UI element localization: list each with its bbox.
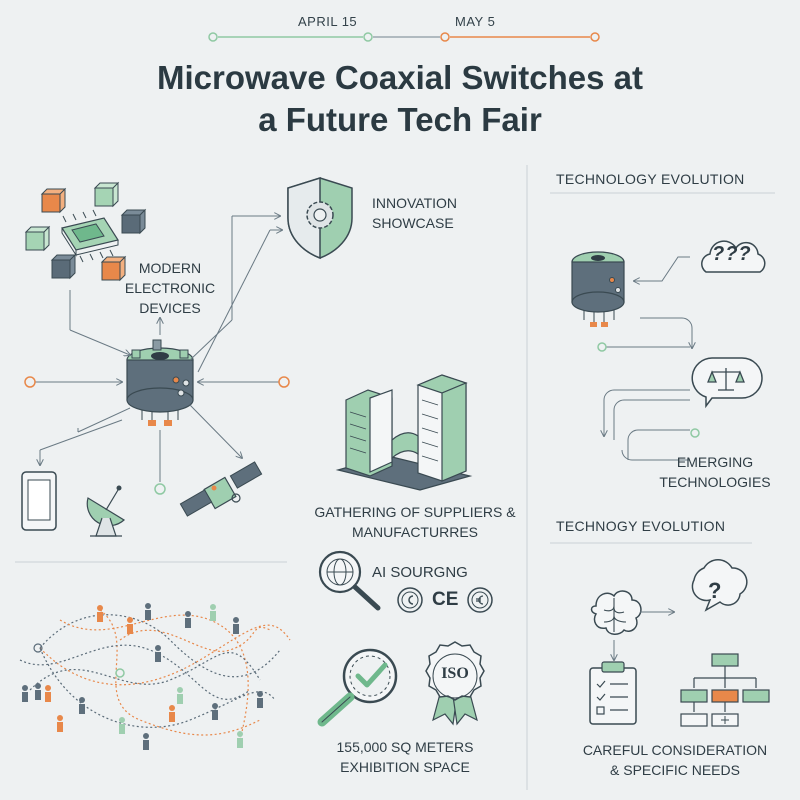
ai-sourcing-label: AI SOURGNG [372,564,468,581]
page-title-line-1: Microwave Coaxial Switches at [156,59,644,96]
person-icon [210,604,216,621]
person-icon [155,645,161,662]
emerging-line-1: EMERGING [676,454,754,470]
globe-search-icon [318,550,381,611]
careful-line-2: & SPECIFIC NEEDS [610,762,740,778]
brain-icon [590,590,642,635]
emerging-line-2: TECHNOLOGIES [659,474,771,490]
timeline-start-dot [208,32,218,42]
shield-gear-icon [287,176,353,260]
port-left-dot [24,376,36,388]
space-line-2: EXHIBITION SPACE [340,759,470,775]
chip-icon [61,209,119,263]
copyright-icon [397,587,423,613]
iso-text: ISO [441,665,469,682]
person-icon [79,697,85,714]
gathering-label: GATHERING OF SUPPLIERS & MANUFACTURRES [300,502,530,542]
space-line-1: 155,000 SQ METERS [336,739,474,755]
crowd-origin-dot [33,643,43,653]
right-top-connectors [604,256,692,461]
careful-line-1: CAREFUL CONSIDERATION [582,742,768,758]
person-icon [97,605,103,622]
satellite-icon [179,461,263,517]
innovation-line-2: SHOWCASE [372,215,454,231]
devices-line-2: ELECTRONIC [124,280,216,296]
innovation-showcase-label: INNOVATION SHOWCASE [372,193,457,233]
careful-consideration-label: CAREFUL CONSIDERATION & SPECIFIC NEEDS [570,740,780,780]
person-icon [212,703,218,720]
person-icon [22,685,28,702]
question-mark: ? [708,578,722,603]
person-icon [169,705,175,722]
cube-icon [120,208,147,235]
question-marks: ??? [712,243,752,265]
page-title-line-2: a Future Tech Fair [258,101,542,138]
left-connectors [35,216,282,482]
iso-badge-icon [425,641,485,726]
devices-line-3: DEVICES [139,300,201,316]
modern-devices-label: MODERN ELECTRONIC DEVICES [120,258,220,318]
person-icon [185,611,191,628]
person-icon [45,685,51,702]
crowd-hub-dot [115,668,125,678]
cube-icon [24,225,51,252]
timeline-end-label: MAY 5 [455,14,496,29]
gathering-line-2: MANUFACTURRES [351,524,478,540]
innovation-line-1: INNOVATION [372,195,458,211]
technogy-evolution-heading: TECHNOGY EVOLUTION [556,518,726,534]
crowd-paths [19,609,291,741]
devices-line-1: MODERN [138,260,202,276]
magnifier-check-icon [317,648,398,727]
person-icon [57,715,63,732]
evolution-dot [597,342,607,352]
timeline-start-label: APRIL 15 [298,14,358,29]
speech-question-icon [691,559,748,612]
person-icon [143,733,149,750]
timeline [208,32,600,42]
person-icon [233,617,239,634]
balance-bubble-icon [691,357,763,409]
cube-icon [93,181,120,208]
cube-icon [40,187,67,214]
clipboard-checklist-icon [589,661,637,725]
person-icon [237,731,243,748]
gathering-line-1: GATHERING OF SUPPLIERS & [314,504,516,520]
technology-evolution-heading: TECHNOLOGY EVOLUTION [556,171,745,187]
smartphone-icon [21,471,57,531]
timeline-mid-dot [363,32,373,42]
person-icon [119,717,125,734]
cloud-question-icon [701,240,766,273]
exhibition-space-label: 155,000 SQ METERS EXHIBITION SPACE [315,737,495,777]
cube-icon [100,255,127,282]
port-right-dot [278,376,290,388]
person-icon [127,617,133,634]
person-icon [145,603,151,620]
flowchart-icon [680,653,770,727]
port-bottom-dot [154,483,166,495]
person-icon [257,691,263,708]
cube-icon [50,253,77,280]
emerging-technologies-label: EMERGING TECHNOLOGIES [655,452,775,492]
people-icons [22,603,263,750]
coaxial-switch-icon [126,339,194,426]
ce-mark: CE [432,589,459,610]
person-icon [35,683,41,700]
euro-badge-icon [467,587,493,613]
buildings-icon [335,374,473,491]
person-icon [177,687,183,704]
timeline-end-dot [590,32,600,42]
cubes-cluster [24,181,147,282]
satellite-dish-icon [86,485,125,537]
certification-icons [397,587,493,613]
emerging-dot [690,428,700,438]
timeline-mid2-dot [440,32,450,42]
coaxial-switch-small-icon [571,251,625,327]
